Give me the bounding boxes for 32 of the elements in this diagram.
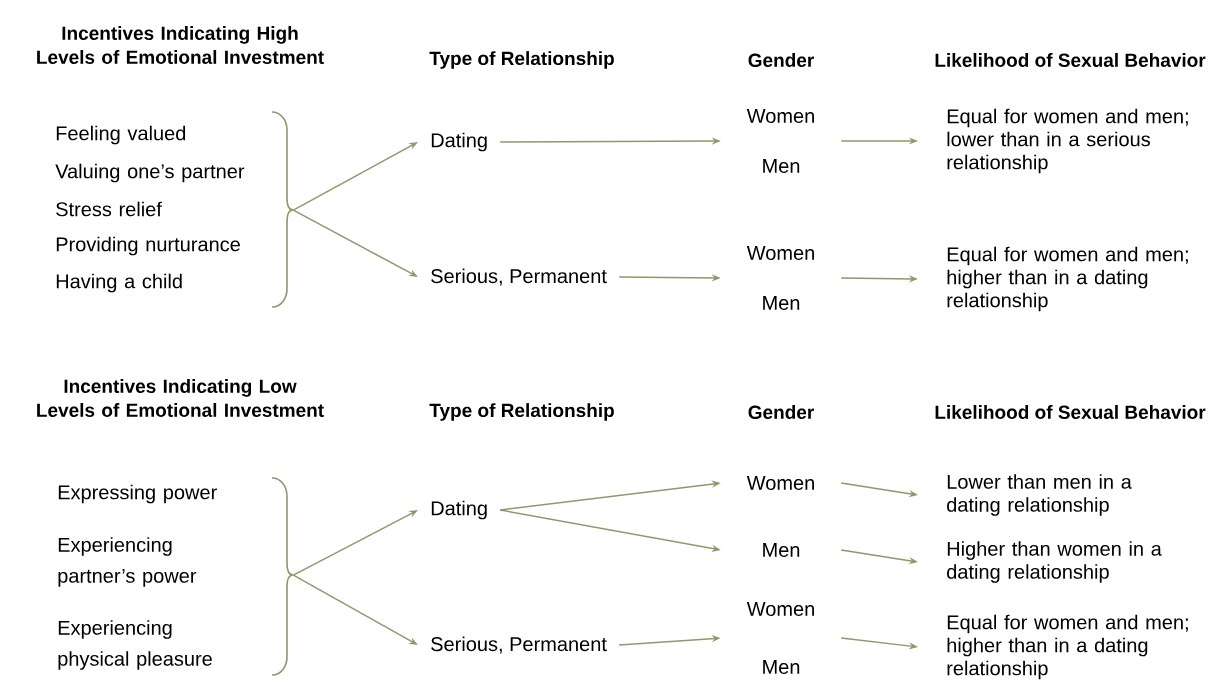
outcome-text: Equal for women and men; higher than in a dating relationship: [947, 614, 1188, 680]
relationship-text: Dating: [431, 132, 487, 152]
incentive-text: Stress relief: [56, 201, 162, 217]
column-heading: Gender: [748, 405, 814, 419]
relationship-text: Serious, Permanent: [431, 268, 607, 286]
incentive-text: Valuing one’s partner: [55, 163, 245, 183]
gender-text: Women Men: [746, 602, 814, 674]
column-heading: Likelihood of Sexual Behavior: [935, 53, 1206, 67]
column-heading: Type of Relationship: [429, 403, 614, 421]
relationship-text: Dating: [431, 500, 487, 520]
gender-text: Women: [746, 476, 814, 490]
column-heading: Likelihood of Sexual Behavior: [935, 405, 1206, 419]
outcome-text: Equal for women and men; lower than in a serious relationship: [947, 108, 1188, 174]
curly-brace: [271, 477, 294, 676]
incentive-text: Having a child: [56, 273, 182, 293]
column-heading: Type of Relationship: [429, 51, 614, 69]
column-heading: Incentives Indicating Low Levels of Emotional Investment: [37, 379, 324, 417]
gender-text: Women Men: [746, 246, 814, 310]
relationship-text: Serious, Permanent: [431, 636, 607, 654]
outcome-text: Lower than men in a dating relationship: [947, 474, 1132, 516]
incentive-text: Expressing power: [58, 484, 217, 504]
incentive-text: Experiencing partner’s power: [58, 537, 197, 587]
incentive-text: Feeling valued: [56, 125, 186, 145]
incentive-text: Experiencing physical pleasure: [58, 620, 212, 670]
gender-text: Men: [763, 543, 800, 557]
gender-text: Women Men: [746, 109, 814, 173]
column-heading: Incentives Indicating High Levels of Emotional Investment: [37, 26, 324, 64]
outcome-text: Equal for women and men; higher than in a dating relationship: [947, 246, 1188, 312]
curly-brace: [271, 111, 294, 308]
outcome-text: Higher than women in a dating relationship: [947, 541, 1162, 583]
column-heading: Gender: [748, 53, 814, 67]
incentive-text: Providing nurturance: [56, 236, 240, 256]
